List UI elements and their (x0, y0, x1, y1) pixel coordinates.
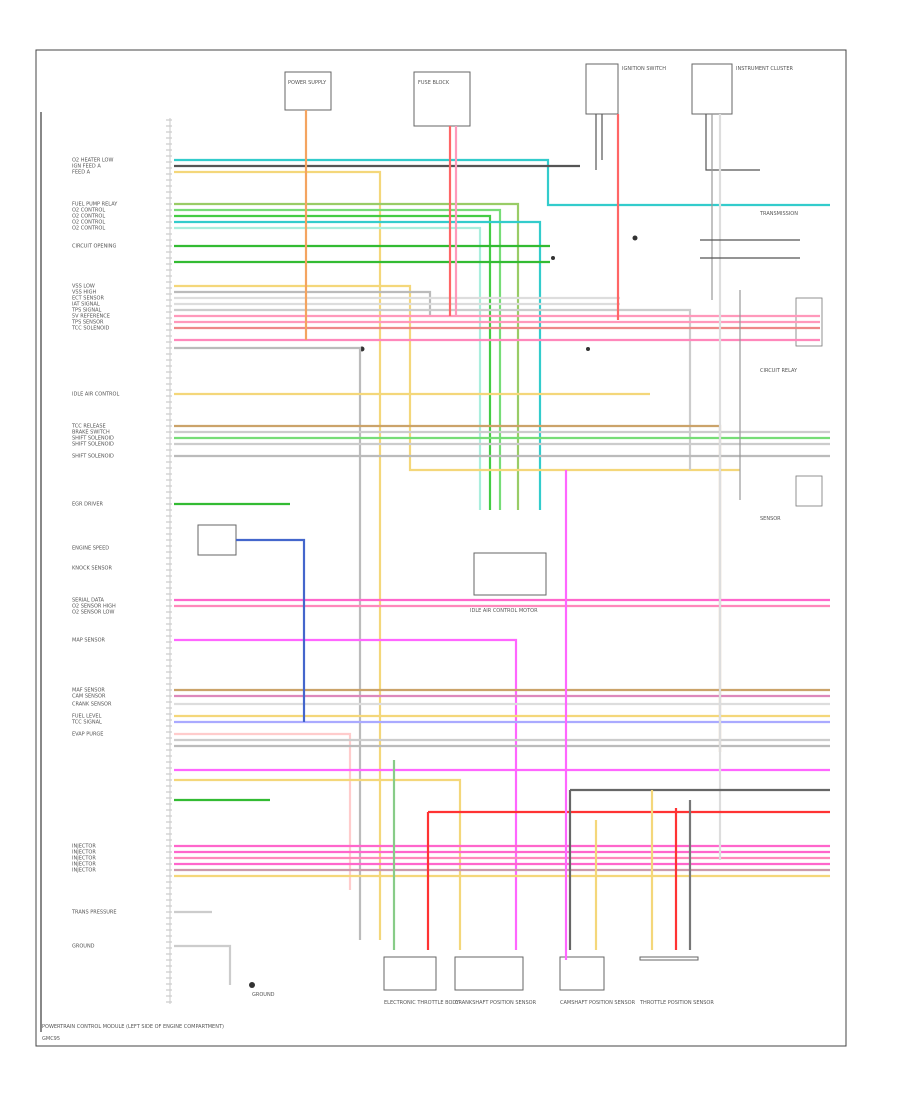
wire-run-49 (174, 944, 232, 985)
top-component-caption: FUSE BLOCK (418, 80, 450, 86)
pcm-edge (40, 112, 42, 1032)
pcm-pin-label: O2 HEATER LOW (72, 158, 113, 164)
pcm-pin-label: TPS SENSOR (71, 320, 104, 326)
top-component-3 (585, 63, 619, 115)
pcm-pin-label: FUEL LEVEL (72, 714, 102, 720)
pcm-pin-label: VSS LOW (72, 284, 95, 290)
right-switch (795, 475, 823, 507)
wire-run-40 (174, 778, 462, 950)
pcm-pin-label: ECT SENSOR (72, 296, 104, 302)
wire-run-12 (174, 290, 432, 316)
pcm-pin-label: IAT SIGNAL (72, 302, 100, 308)
bottom-component-1 (383, 956, 437, 991)
pcm-pin-label: EGR DRIVER (72, 502, 103, 508)
pcm-pin-label: SHIFT SOLENOID (72, 442, 114, 448)
top-component-4 (691, 63, 733, 115)
top-component-caption: POWER SUPPLY (288, 80, 327, 86)
pcm-pin-label: IDLE AIR CONTROL (72, 392, 119, 398)
ground-symbol-5 (632, 235, 638, 241)
pcm-pin-label: VSS HIGH (72, 290, 96, 296)
ground-symbol-4 (586, 347, 590, 351)
bottom-component-caption: CRANKSHAFT POSITION SENSOR (455, 1000, 537, 1006)
wire-feed-7 (705, 114, 760, 171)
diagram-frame (35, 49, 847, 1047)
pcm-pin-label: O2 SENSOR HIGH (72, 604, 116, 610)
pcm-pin-label: O2 CONTROL (72, 226, 105, 232)
pcm-pin-label: CIRCUIT OPENING (72, 244, 117, 250)
mid-component-caption: GROUND (252, 992, 275, 998)
bottom-component-caption: CAMSHAFT POSITION SENSOR (560, 1000, 636, 1006)
pcm-pin-label: INJECTOR (72, 844, 96, 850)
pcm-pin-label: O2 CONTROL (72, 208, 105, 214)
wire-run-6 (174, 214, 492, 510)
footer-caption: POWERTRAIN CONTROL MODULE (LEFT SIDE OF … (42, 1024, 224, 1030)
pcm-pin-label: TPS SIGNAL (71, 308, 102, 314)
pcm-pin-label: TCC SIGNAL (71, 720, 102, 726)
right-component-caption: SENSOR (760, 516, 781, 522)
wire-run-4 (174, 202, 520, 510)
pcm-pin-label: O2 CONTROL (72, 220, 105, 226)
right-component-caption: TRANSMISSION (759, 211, 798, 217)
wire-run-5 (174, 208, 502, 510)
pcm-pin-label: IGN FEED A (72, 164, 101, 170)
right-component-caption: CIRCUIT RELAY (760, 368, 798, 374)
pcm-pin-label: KNOCK SENSOR (72, 566, 112, 572)
pcm-pin-label: FUEL PUMP RELAY (72, 202, 118, 208)
wire-run-36 (174, 732, 352, 890)
pcm-pin-label: ENGINE SPEED (72, 546, 109, 552)
pcm-pin-label: O2 SENSOR LOW (72, 610, 114, 616)
pcm-pin-label: INJECTOR (72, 856, 96, 862)
pcm-pin-label: INJECTOR (72, 868, 96, 874)
module-box (197, 524, 237, 556)
pcm-pin-label: 5V REFERENCE (72, 314, 110, 320)
pcm-pin-label: SHIFT SOLENOID (72, 436, 114, 442)
wire-group (166, 110, 830, 1003)
pcm-pin-label: BRAKE SWITCH (72, 430, 110, 436)
bottom-component-4 (639, 956, 699, 961)
ground-symbol-3 (551, 256, 555, 260)
pcm-pin-label: CRANK SENSOR (72, 702, 112, 708)
wire-blue (236, 538, 306, 722)
wire-run-7 (174, 220, 542, 510)
top-component-1 (284, 71, 332, 111)
wire-run-11 (174, 284, 740, 472)
pcm-pin-label: TCC SOLENOID (71, 326, 110, 332)
bottom-component-3 (559, 956, 605, 991)
pcm-pin-label: SHIFT SOLENOID (72, 454, 114, 460)
pcm-pin-label: INJECTOR (72, 862, 96, 868)
wire-run-15 (174, 308, 692, 470)
mid-component-caption: IDLE AIR CONTROL MOTOR (470, 608, 538, 614)
pcm-pin-label: SERIAL DATA (72, 598, 105, 604)
pcm-pin-label: TCC RELEASE (71, 424, 106, 430)
top-component-group (284, 63, 733, 127)
top-component-caption: IGNITION SWITCH (622, 66, 666, 72)
wire-run-30 (174, 638, 518, 950)
wire-run-8 (174, 226, 482, 510)
top-component-2 (413, 71, 471, 127)
pcm-pin-label: EVAP PURGE (72, 732, 103, 738)
pcm-pin-label: FEED A (72, 170, 91, 176)
pcm-pin-label: GROUND (72, 944, 95, 950)
bottom-component-caption: ELECTRONIC THROTTLE BODY (384, 1000, 460, 1006)
wire-run-3 (174, 170, 382, 940)
pcm-pin-label: TRANS PRESSURE (71, 910, 117, 916)
wire-run-20 (174, 346, 362, 940)
pcm-pin-label: O2 CONTROL (72, 214, 105, 220)
idle-air-control-box (473, 552, 547, 596)
bottom-component-2 (454, 956, 524, 991)
footer-code: GMC95 (42, 1036, 60, 1042)
pcm-pin-label: CAM SENSOR (72, 694, 106, 700)
ground-symbol-1 (249, 982, 255, 988)
top-component-caption: INSTRUMENT CLUSTER (736, 66, 794, 72)
pcm-pin-label: MAP SENSOR (72, 638, 106, 644)
pcm-pin-label: INJECTOR (72, 850, 96, 856)
bottom-component-caption: THROTTLE POSITION SENSOR (639, 1000, 714, 1006)
wire-run-1 (174, 158, 830, 207)
pcm-pin-label: MAF SENSOR (72, 688, 105, 694)
